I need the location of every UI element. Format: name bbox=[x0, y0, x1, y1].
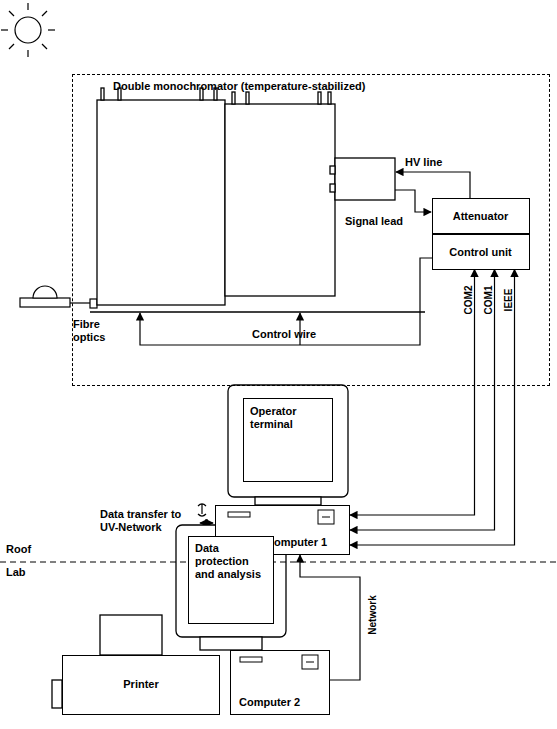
edge-label: COM1 bbox=[483, 286, 494, 315]
monochromator bbox=[90, 88, 425, 312]
edge-label: COM2 bbox=[463, 286, 474, 315]
node-text: Attenuator bbox=[435, 210, 527, 223]
photomultiplier bbox=[335, 158, 395, 200]
sun-symbol bbox=[1, 3, 55, 57]
dome-sensor bbox=[20, 286, 97, 308]
annotation-label: Roof bbox=[6, 543, 31, 556]
annotation-label: HV line bbox=[405, 156, 442, 169]
edge-label: IEEE bbox=[503, 289, 514, 312]
node-text: Operator terminal bbox=[250, 405, 328, 431]
printer-box: Printer bbox=[62, 655, 220, 715]
node-text: Computer 1 bbox=[266, 536, 345, 549]
annotation-label: Fibre optics bbox=[73, 318, 118, 344]
telephone-link bbox=[198, 504, 213, 523]
node-text: Double monochromator (temperature-stabil… bbox=[113, 80, 549, 93]
node-text: Printer bbox=[65, 678, 217, 691]
connector bbox=[350, 270, 515, 546]
connector bbox=[350, 270, 495, 531]
attenuator-box: Attenuator bbox=[432, 198, 530, 234]
floor-line bbox=[0, 562, 557, 563]
annotation-label: Signal lead bbox=[345, 215, 403, 228]
node-text: Data protection and analysis bbox=[195, 542, 269, 581]
node-text: Computer 2 bbox=[239, 696, 327, 709]
edge-label: Network bbox=[367, 595, 378, 634]
wires bbox=[140, 172, 470, 345]
control-unit-box: Control unit bbox=[432, 234, 530, 270]
node-text: Control unit bbox=[435, 246, 527, 259]
annotation-label: Data transfer to UV-Network bbox=[100, 508, 196, 534]
screen: Operator terminal bbox=[243, 398, 333, 482]
screen: Data protection and analysis bbox=[188, 536, 274, 624]
connector bbox=[350, 270, 475, 516]
annotation-label: Lab bbox=[6, 566, 26, 579]
computer-box: Computer 2 bbox=[230, 650, 330, 715]
annotation-label: Control wire bbox=[252, 328, 316, 341]
